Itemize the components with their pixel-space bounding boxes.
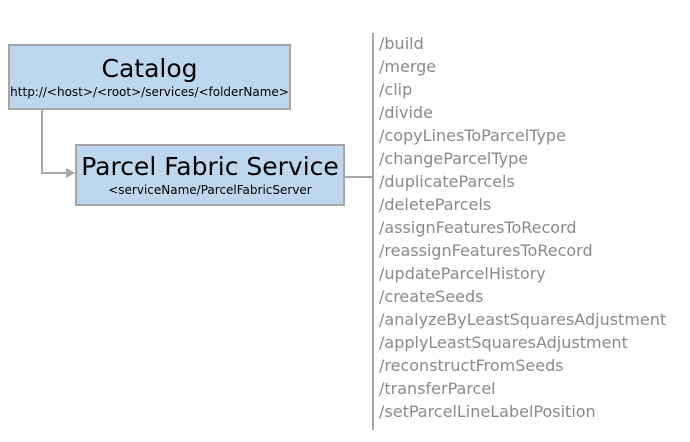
endpoint-item: /updateParcelHistory <box>379 264 546 283</box>
endpoint-item: /assignFeaturesToRecord <box>379 218 577 237</box>
endpoint-item: /duplicateParcels <box>379 172 515 191</box>
endpoint-item: /copyLinesToParcelType <box>379 126 566 145</box>
arrow-right-icon <box>66 168 75 178</box>
endpoint-item: /divide <box>379 103 433 122</box>
endpoint-item: /reassignFeaturesToRecord <box>379 241 593 260</box>
endpoint-item: /changeParcelType <box>379 149 529 168</box>
endpoint-list-divider-line <box>372 33 374 430</box>
endpoint-item: /transferParcel <box>379 379 496 398</box>
endpoint-item: /applyLeastSquaresAdjustment <box>379 333 628 352</box>
parcel-fabric-service-node: Parcel Fabric Service <serviceName/Parce… <box>75 144 345 206</box>
service-node-title: Parcel Fabric Service <box>81 151 339 181</box>
catalog-node: Catalog http://<host>/<root>/services/<f… <box>8 44 291 110</box>
catalog-to-service-connector-horizontal <box>41 172 67 174</box>
service-node-path-template: <serviceName/ParcelFabricServer <box>108 183 312 198</box>
endpoint-item: /merge <box>379 57 437 76</box>
service-to-endpoints-connector <box>345 176 372 178</box>
endpoint-item: /createSeeds <box>379 287 484 306</box>
endpoint-item: /deleteParcels <box>379 195 492 214</box>
endpoint-item: /build <box>379 34 424 53</box>
endpoint-item: /clip <box>379 80 413 99</box>
catalog-to-service-connector-vertical <box>41 110 43 173</box>
endpoint-item: /analyzeByLeastSquaresAdjustment <box>379 310 667 329</box>
endpoint-item: /reconstructFromSeeds <box>379 356 564 375</box>
endpoint-item: /setParcelLineLabelPosition <box>379 402 596 421</box>
catalog-node-url-template: http://<host>/<root>/services/<folderNam… <box>10 85 289 100</box>
endpoint-list: /build /merge /clip /divide /copyLinesTo… <box>379 32 666 423</box>
catalog-node-title: Catalog <box>101 53 198 83</box>
